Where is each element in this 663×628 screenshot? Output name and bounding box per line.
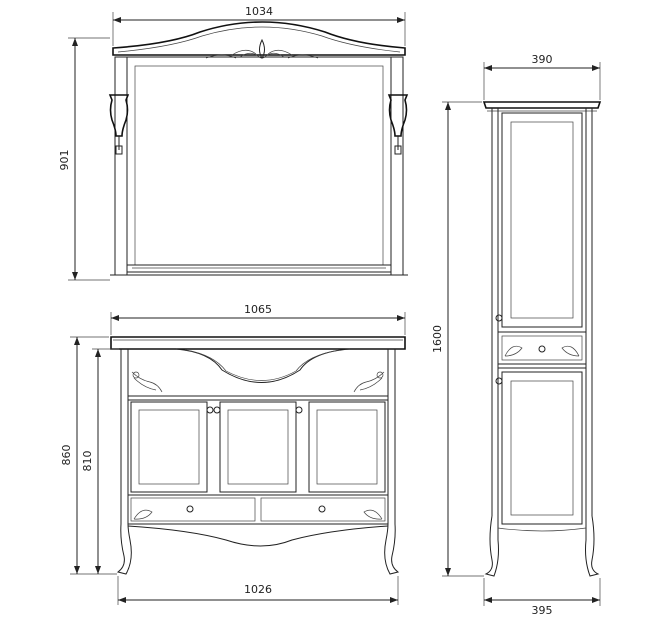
- mirror-drawing: [108, 21, 409, 276]
- dim-cabinet-base-width: 395: [483, 578, 601, 617]
- dim-vanity-top-width: 1065: [110, 303, 406, 335]
- dim-vanity-height-total: 860: [60, 336, 117, 575]
- dim-label-vanity-height-body: 810: [81, 451, 94, 472]
- dim-label-cabinet-top-width: 390: [532, 53, 553, 66]
- dim-label-vanity-top-width: 1065: [244, 303, 272, 316]
- dim-label-mirror-width: 1034: [245, 5, 273, 18]
- dim-mirror-width: 1034: [112, 5, 406, 46]
- dim-cabinet-top-width: 390: [483, 53, 601, 100]
- vanity-drawing: [110, 336, 406, 575]
- dim-label-cabinet-height: 1600: [431, 325, 444, 353]
- dim-vanity-base-width: 1026: [117, 576, 399, 605]
- dim-vanity-height-body: 810: [81, 348, 119, 574]
- dim-mirror-height: 901: [58, 37, 110, 281]
- dim-cabinet-height: 1600: [431, 101, 484, 577]
- dim-label-vanity-height-total: 860: [60, 445, 73, 466]
- dim-label-cabinet-base-width: 395: [532, 604, 553, 617]
- tall-cabinet-drawing: [482, 101, 602, 577]
- dim-label-vanity-base-width: 1026: [244, 583, 272, 596]
- dim-label-mirror-height: 901: [58, 150, 71, 171]
